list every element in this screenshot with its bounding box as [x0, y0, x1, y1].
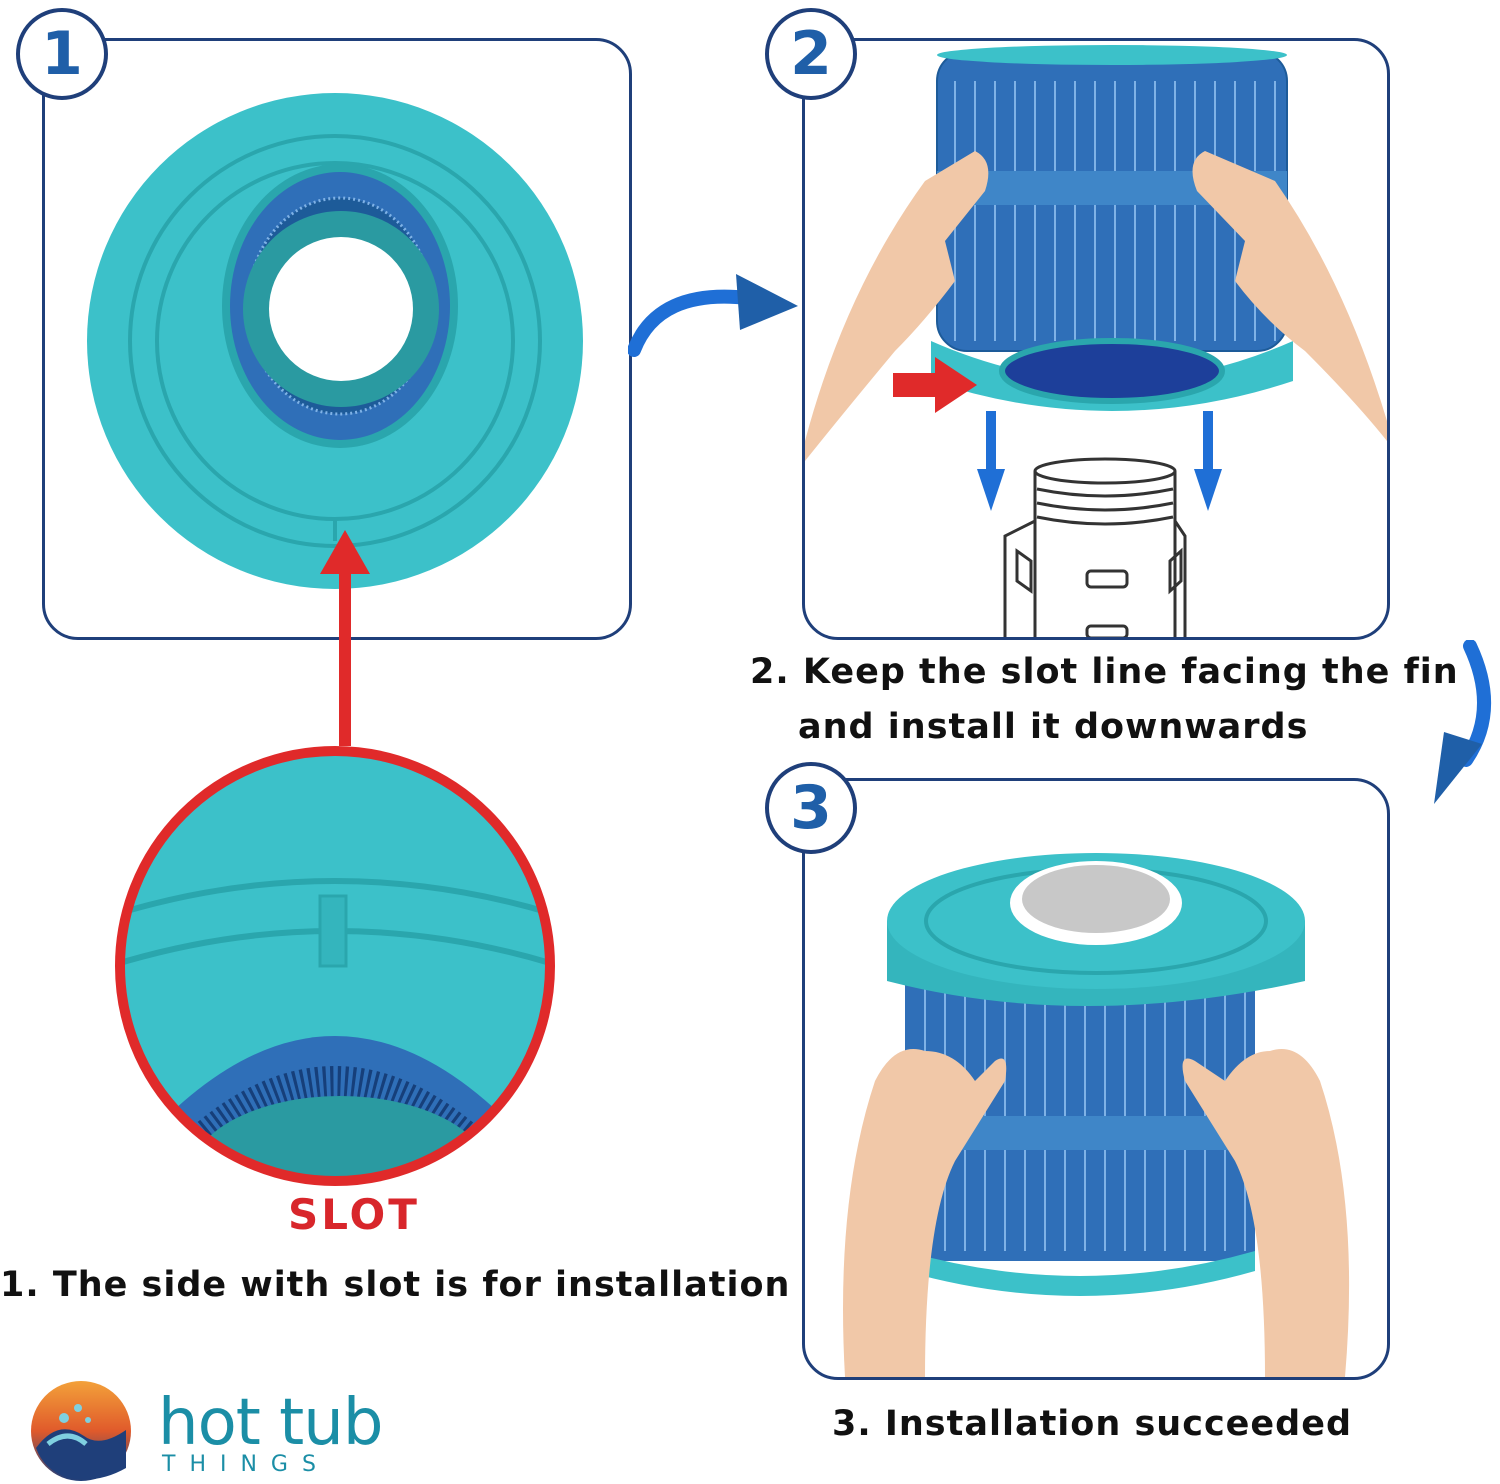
logo-wave-icon [31, 1381, 131, 1481]
step-1-badge: 1 [16, 8, 108, 100]
step-2-caption-line1: 2. Keep the slot line facing the fin [750, 652, 1459, 692]
slot-zoom-image [115, 746, 555, 1186]
curved-arrow-down [1434, 640, 1491, 804]
step-3-caption: 3. Installation succeeded [832, 1404, 1353, 1444]
step-2-panel [802, 38, 1390, 640]
logo-text-sub: THINGS [162, 1452, 330, 1477]
red-pointer-arrow [320, 530, 370, 746]
curved-arrow-right [628, 274, 798, 357]
filter-installed-image [843, 853, 1350, 1377]
step-3-panel [802, 778, 1390, 1380]
step-2-badge: 2 [765, 8, 857, 100]
step-2-number: 2 [790, 19, 832, 89]
filter-top-view-image [87, 93, 583, 589]
filter-install-image [805, 45, 1387, 637]
logo-text-main: hot tub [158, 1386, 383, 1460]
step-1-panel [42, 38, 632, 640]
slot-label: SLOT [288, 1190, 420, 1239]
step-1-number: 1 [41, 19, 83, 89]
step-3-badge: 3 [765, 762, 857, 854]
step-3-number: 3 [790, 773, 832, 843]
step-2-caption-line2: and install it downwards [798, 707, 1309, 747]
step-1-caption: 1. The side with slot is for installatio… [0, 1265, 791, 1305]
